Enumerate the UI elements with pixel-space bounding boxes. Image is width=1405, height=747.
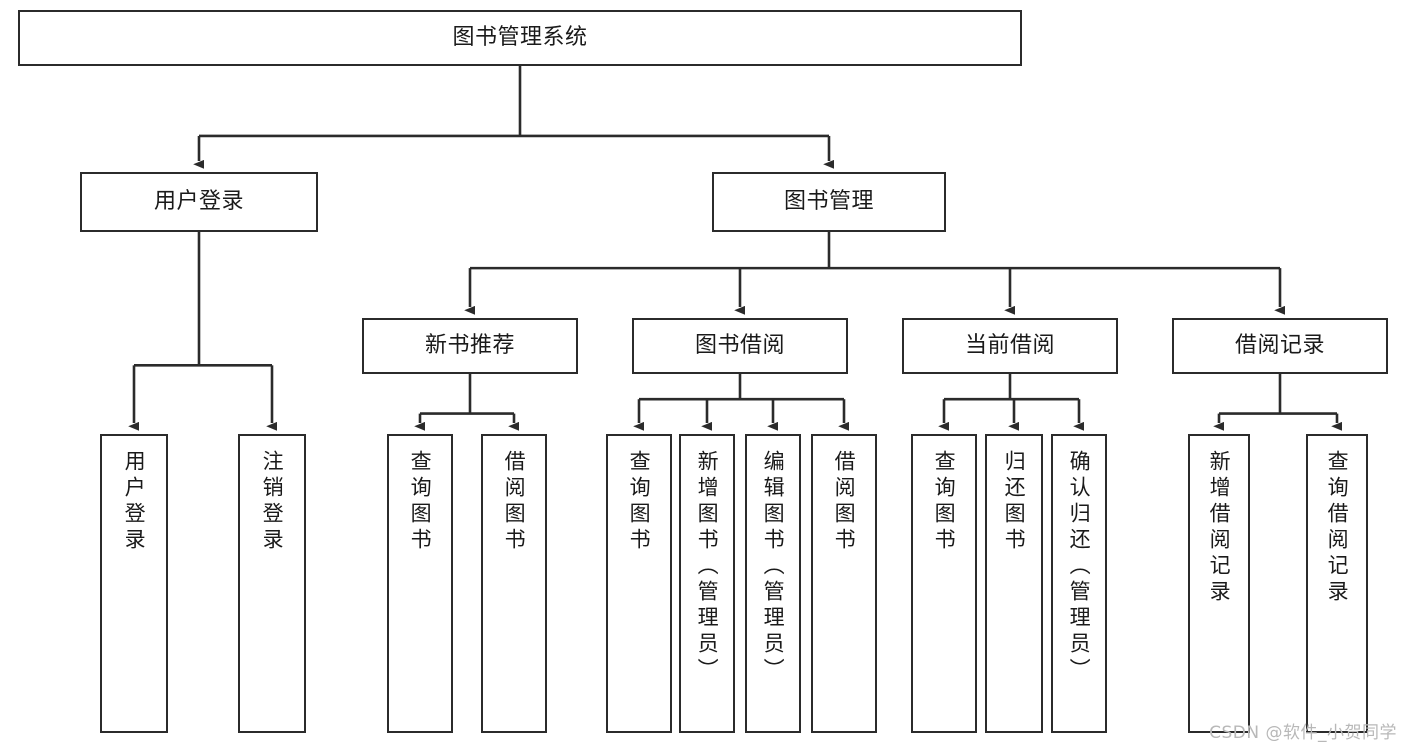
node-book-borrow-label: 图书借阅 — [694, 332, 785, 358]
leaf-return-book[interactable]: 归还图书 — [985, 434, 1043, 733]
leaf-edit-book-admin-label: 编辑图书（管理员） — [761, 450, 786, 684]
leaf-edit-book-admin[interactable]: 编辑图书（管理员） — [745, 434, 801, 733]
leaf-logout-label: 注销登录 — [260, 450, 285, 554]
node-new-book-recommend-label: 新书推荐 — [424, 332, 515, 358]
leaf-borrow-book-recommend-label: 借阅图书 — [502, 450, 527, 554]
node-current-borrow-label: 当前借阅 — [964, 332, 1055, 358]
node-borrow-records-label: 借阅记录 — [1234, 332, 1325, 358]
leaf-borrow-book-recommend[interactable]: 借阅图书 — [481, 434, 547, 733]
node-user-login[interactable]: 用户登录 — [80, 172, 318, 232]
leaf-add-book-admin[interactable]: 新增图书（管理员） — [679, 434, 735, 733]
leaf-add-book-admin-label: 新增图书（管理员） — [695, 450, 720, 684]
node-borrow-records[interactable]: 借阅记录 — [1172, 318, 1388, 374]
leaf-return-book-label: 归还图书 — [1002, 450, 1027, 554]
leaf-query-book-current-label: 查询图书 — [932, 450, 957, 554]
node-root[interactable]: 图书管理系统 — [18, 10, 1022, 66]
node-book-management[interactable]: 图书管理 — [712, 172, 946, 232]
node-book-borrow[interactable]: 图书借阅 — [632, 318, 848, 374]
leaf-borrow-book[interactable]: 借阅图书 — [811, 434, 877, 733]
node-root-label: 图书管理系统 — [452, 24, 588, 50]
leaf-query-borrow-record-label: 查询借阅记录 — [1325, 450, 1350, 606]
leaf-add-borrow-record[interactable]: 新增借阅记录 — [1188, 434, 1250, 733]
leaf-query-borrow-record[interactable]: 查询借阅记录 — [1306, 434, 1368, 733]
leaf-query-book-borrow-label: 查询图书 — [627, 450, 652, 554]
node-user-login-label: 用户登录 — [153, 188, 244, 214]
leaf-query-book-recommend[interactable]: 查询图书 — [387, 434, 453, 733]
leaf-query-book-borrow[interactable]: 查询图书 — [606, 434, 672, 733]
node-book-management-label: 图书管理 — [783, 188, 874, 214]
leaf-add-borrow-record-label: 新增借阅记录 — [1207, 450, 1232, 606]
leaf-confirm-return-admin[interactable]: 确认归还（管理员） — [1051, 434, 1107, 733]
leaf-user-login-label: 用户登录 — [122, 450, 147, 554]
leaf-query-book-recommend-label: 查询图书 — [408, 450, 433, 554]
leaf-user-login[interactable]: 用户登录 — [100, 434, 168, 733]
leaf-borrow-book-label: 借阅图书 — [832, 450, 857, 554]
leaf-query-book-current[interactable]: 查询图书 — [911, 434, 977, 733]
leaf-confirm-return-admin-label: 确认归还（管理员） — [1067, 450, 1092, 684]
node-new-book-recommend[interactable]: 新书推荐 — [362, 318, 578, 374]
leaf-logout[interactable]: 注销登录 — [238, 434, 306, 733]
node-current-borrow[interactable]: 当前借阅 — [902, 318, 1118, 374]
